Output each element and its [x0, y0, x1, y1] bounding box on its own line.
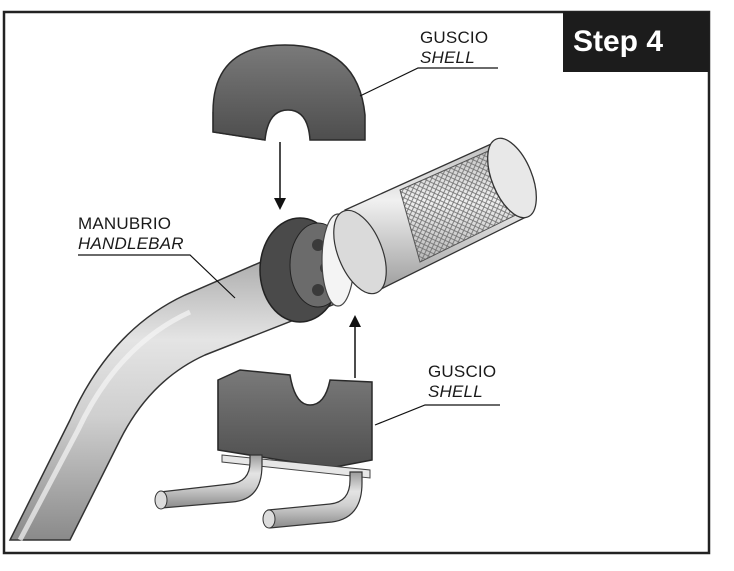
label-shell-bottom: GUSCIO SHELL — [428, 362, 496, 402]
frame-border — [2, 10, 711, 555]
leader-handlebar — [78, 254, 236, 299]
label-shell-bottom-en: SHELL — [428, 382, 483, 401]
bottom-pegs — [154, 454, 363, 529]
grip — [333, 137, 537, 295]
label-shell-top-en: SHELL — [420, 48, 475, 67]
arrow-up — [349, 315, 361, 378]
arrow-down — [274, 142, 286, 210]
label-handlebar: MANUBRIO HANDLEBAR — [78, 214, 184, 254]
leader-shell-top — [359, 67, 498, 97]
label-handlebar-en: HANDLEBAR — [78, 234, 184, 253]
shell-top-part — [212, 44, 366, 141]
leader-lines — [78, 67, 500, 426]
label-shell-top-it: GUSCIO — [420, 28, 489, 47]
label-handlebar-it: MANUBRIO — [78, 214, 172, 233]
leader-shell-bottom — [374, 404, 500, 426]
step-badge: Step 4 — [563, 12, 709, 72]
label-shell-top: GUSCIO SHELL — [420, 28, 488, 68]
label-shell-bottom-it: GUSCIO — [428, 362, 497, 381]
shell-bottom-part — [217, 369, 373, 479]
